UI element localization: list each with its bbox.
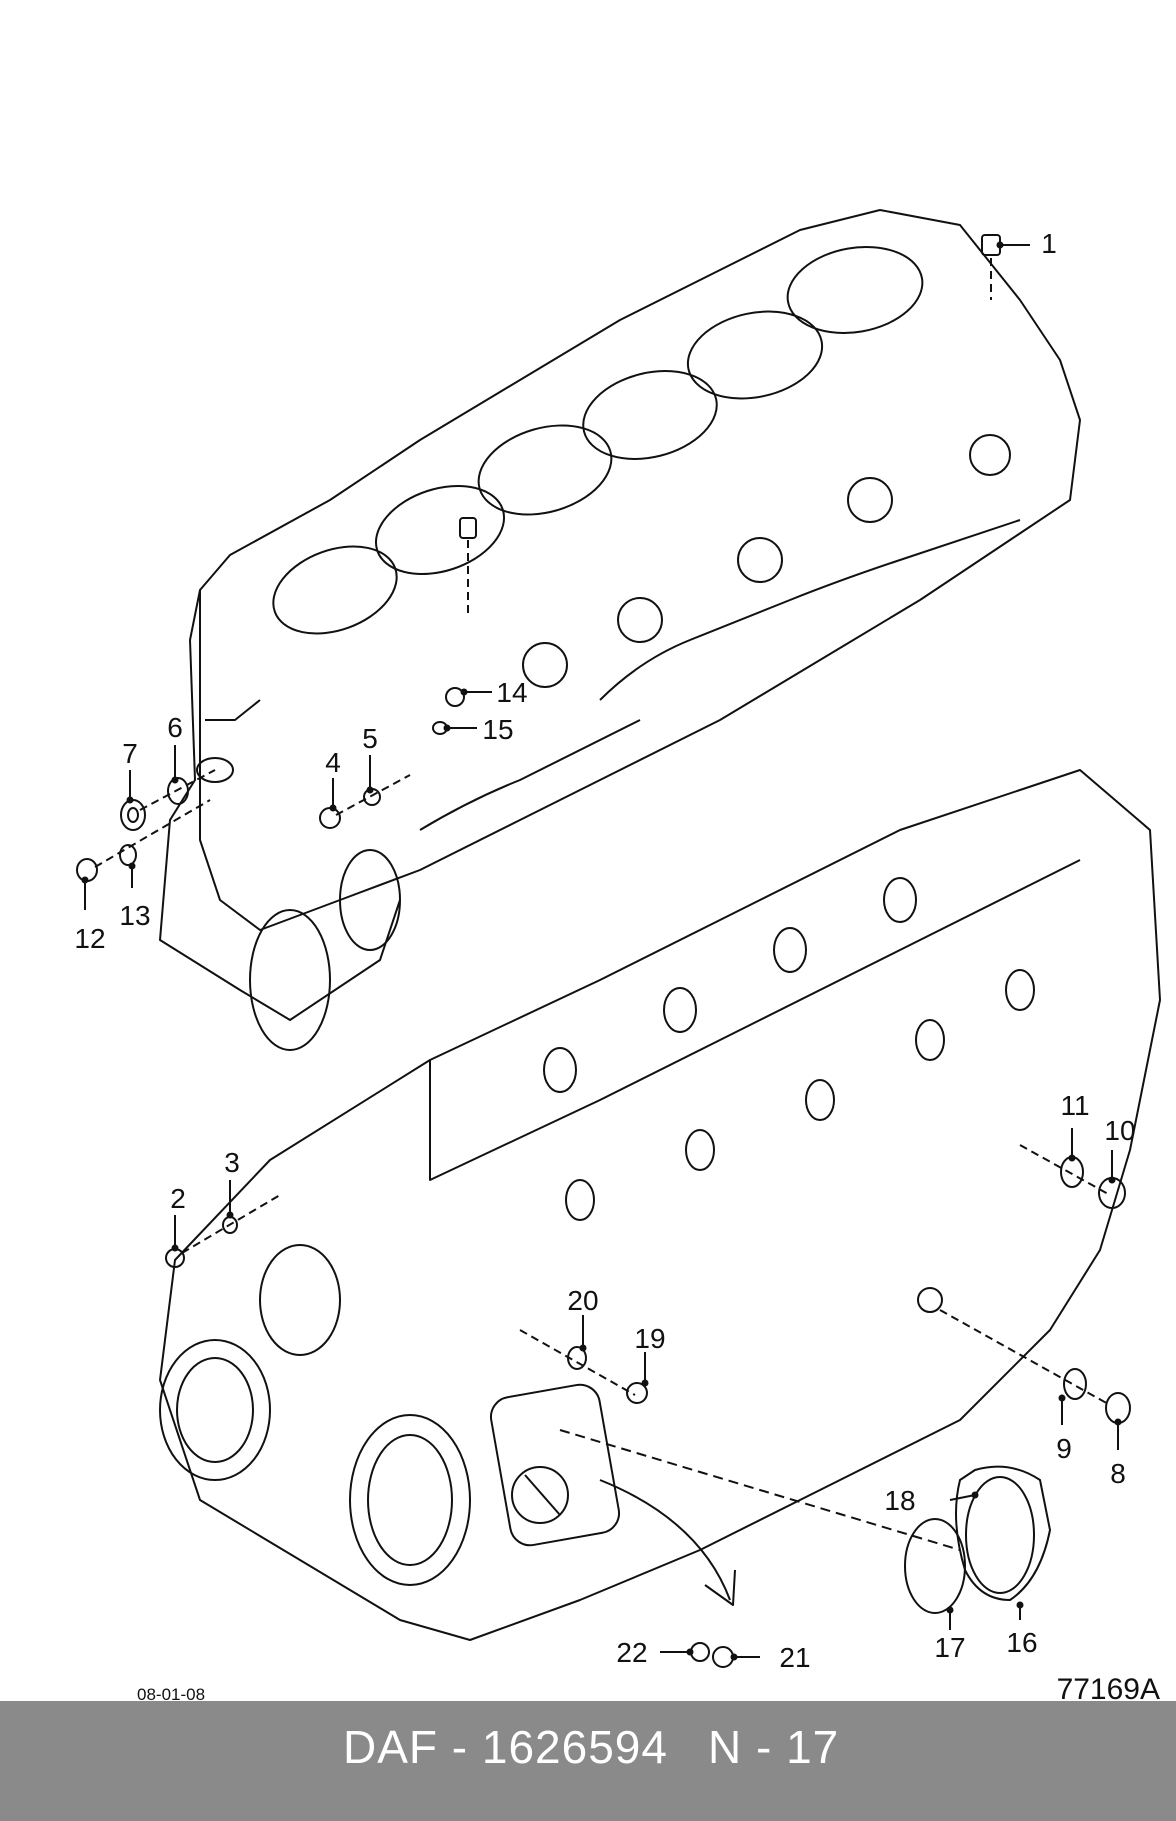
cylinder-bore-1 <box>786 245 924 335</box>
callout-17: 17 <box>934 1632 965 1663</box>
part-plug-19 <box>626 1382 648 1404</box>
callout-18: 18 <box>884 1485 915 1516</box>
callout-4: 4 <box>325 747 341 778</box>
callout-16: 16 <box>1006 1627 1037 1658</box>
cylinder-bore-2 <box>686 310 824 400</box>
upper-engine-block <box>159 209 1081 1051</box>
part-ring-13 <box>119 844 137 866</box>
callout-2: 2 <box>170 1183 186 1214</box>
callout-15: 15 <box>482 714 513 745</box>
leader-dots <box>81 241 1122 1661</box>
callout-6: 6 <box>167 712 183 743</box>
footer-part-label: DAF - 1626594 <box>343 1721 668 1773</box>
part-seal-17 <box>904 1518 966 1614</box>
footer-bar <box>0 1701 1176 1821</box>
lower-engine-block <box>159 769 1161 1641</box>
callout-1: 1 <box>1041 228 1057 259</box>
callout-7: 7 <box>122 738 138 769</box>
callout-12: 12 <box>74 923 105 954</box>
callout-19: 19 <box>634 1323 665 1354</box>
callout-10: 10 <box>1104 1115 1135 1146</box>
part-ring-9 <box>1063 1368 1087 1400</box>
callout-11: 11 <box>1060 1090 1089 1121</box>
callout-5: 5 <box>362 723 378 754</box>
part-plug-7 <box>120 799 146 831</box>
callout-20: 20 <box>567 1285 598 1316</box>
cylinder-bore-6 <box>272 545 398 635</box>
part-plug-4 <box>319 807 341 829</box>
callout-13: 13 <box>119 900 150 931</box>
callout-8: 8 <box>1110 1458 1126 1489</box>
cylinder-bore-4 <box>477 424 613 516</box>
part-plug-21 <box>712 1646 734 1668</box>
leader-lines <box>84 244 1119 1658</box>
diagram-ref-code: 77169A <box>1056 1673 1160 1706</box>
callout-14: 14 <box>496 677 527 708</box>
date-code: 08-01-08 <box>137 1685 206 1704</box>
cylinder-bore-3 <box>582 370 718 460</box>
part-ring-22 <box>690 1642 710 1662</box>
part-plug-14 <box>445 687 465 707</box>
part-ring-6 <box>167 777 189 805</box>
exploded-parts-diagram: 1 2 3 4 5 6 7 8 9 10 11 12 13 14 15 16 1… <box>74 209 1161 1673</box>
callout-9: 9 <box>1056 1433 1072 1464</box>
footer-page-label: N - 17 <box>708 1721 840 1773</box>
callout-21: 21 <box>779 1642 810 1673</box>
callout-3: 3 <box>224 1147 240 1178</box>
callout-22: 22 <box>616 1637 647 1668</box>
cylinder-bore-5 <box>374 484 506 576</box>
part-cover-16 <box>955 1465 1051 1601</box>
